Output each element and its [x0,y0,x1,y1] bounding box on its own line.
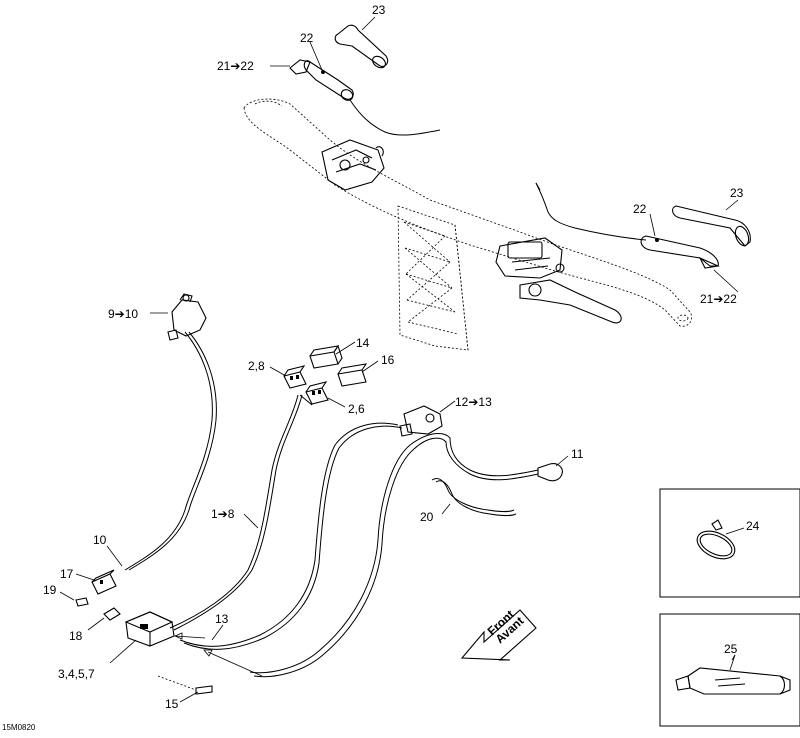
label-2-6: 2,6 [348,402,365,416]
label-23-right: 23 [730,186,744,200]
connector-14 [309,344,343,369]
label-12-13: 12➔13 [455,395,492,409]
label-13: 13 [215,612,229,626]
connector-17 [91,569,117,595]
label-2-8: 2,8 [248,359,265,373]
label-17: 17 [60,567,74,581]
inset-box-25 [659,613,800,727]
connector-2-6 [305,381,329,405]
inset-box-24 [659,488,800,598]
label-16: 16 [381,353,395,367]
label-21-22-top: 21➔22 [217,59,254,73]
label-10: 10 [93,533,107,547]
label-22-top: 22 [300,31,314,45]
label-23-top: 23 [372,3,386,17]
connector-2-8 [283,365,307,389]
label-14: 14 [356,336,370,350]
left-grip-assembly [289,24,441,136]
front-direction-arrow: Front Avant [460,607,537,661]
right-grip-assembly [535,182,751,269]
label-3-4-5-7: 3,4,5,7 [58,667,95,681]
label-9-10: 9➔10 [108,307,138,321]
label-19: 19 [43,583,57,597]
brake-master-cylinder [495,237,622,324]
label-25: 25 [724,642,738,656]
label-11: 11 [571,447,584,461]
handlebar [243,98,693,327]
connector-16 [337,363,368,387]
connector-11 [537,463,563,482]
label-18: 18 [69,629,83,643]
label-15: 15 [165,697,179,711]
label-24: 24 [746,519,760,533]
part-19 [75,597,89,607]
label-20: 20 [420,510,434,524]
diagram-code: 15M0820 [2,723,36,732]
label-1-8: 1➔8 [211,507,235,521]
connector-12-13 [399,405,443,437]
part-15 [157,675,213,695]
wiring-harnesses [124,331,539,678]
part-18 [103,607,121,621]
label-21-22-right: 21➔22 [700,292,737,306]
steering-column [397,205,469,351]
connector-9-10 [167,293,207,341]
left-control-housing [321,139,385,191]
callout-labels: 23 22 21➔22 23 22 21➔22 9➔10 14 16 2,8 2… [2,3,760,732]
leader-lines [59,16,739,703]
label-22-right: 22 [633,202,647,216]
module-3-4-5-7 [124,611,175,647]
